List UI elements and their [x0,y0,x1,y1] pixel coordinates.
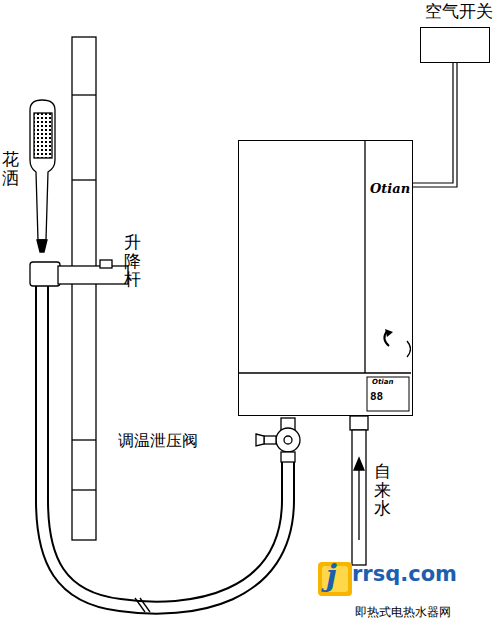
watermark-text: 即热式电热水器网 [355,604,451,621]
part-label: 花洒 [2,150,19,187]
part-label: 调温泄压阀 [118,431,198,452]
pole-bracket [30,260,128,286]
watermark-letter: j [326,558,337,593]
watermark-url: rrsq.com [352,562,457,586]
switch-label: 空气开关 [425,0,493,23]
part-label: 自来水 [374,462,391,518]
air-switch-box: 空气开关 [420,27,490,63]
power-cable [413,63,457,187]
riser-pole [72,37,96,540]
brand-logo: Otian [370,181,410,196]
water-heater: Otian [238,140,413,416]
water-pipe [350,416,368,565]
shower-head [30,100,55,252]
panel-logo: Otian [372,378,393,386]
part-label: 升降杆 [124,233,141,289]
valve [256,418,300,462]
display-digits: 88 [370,390,383,403]
